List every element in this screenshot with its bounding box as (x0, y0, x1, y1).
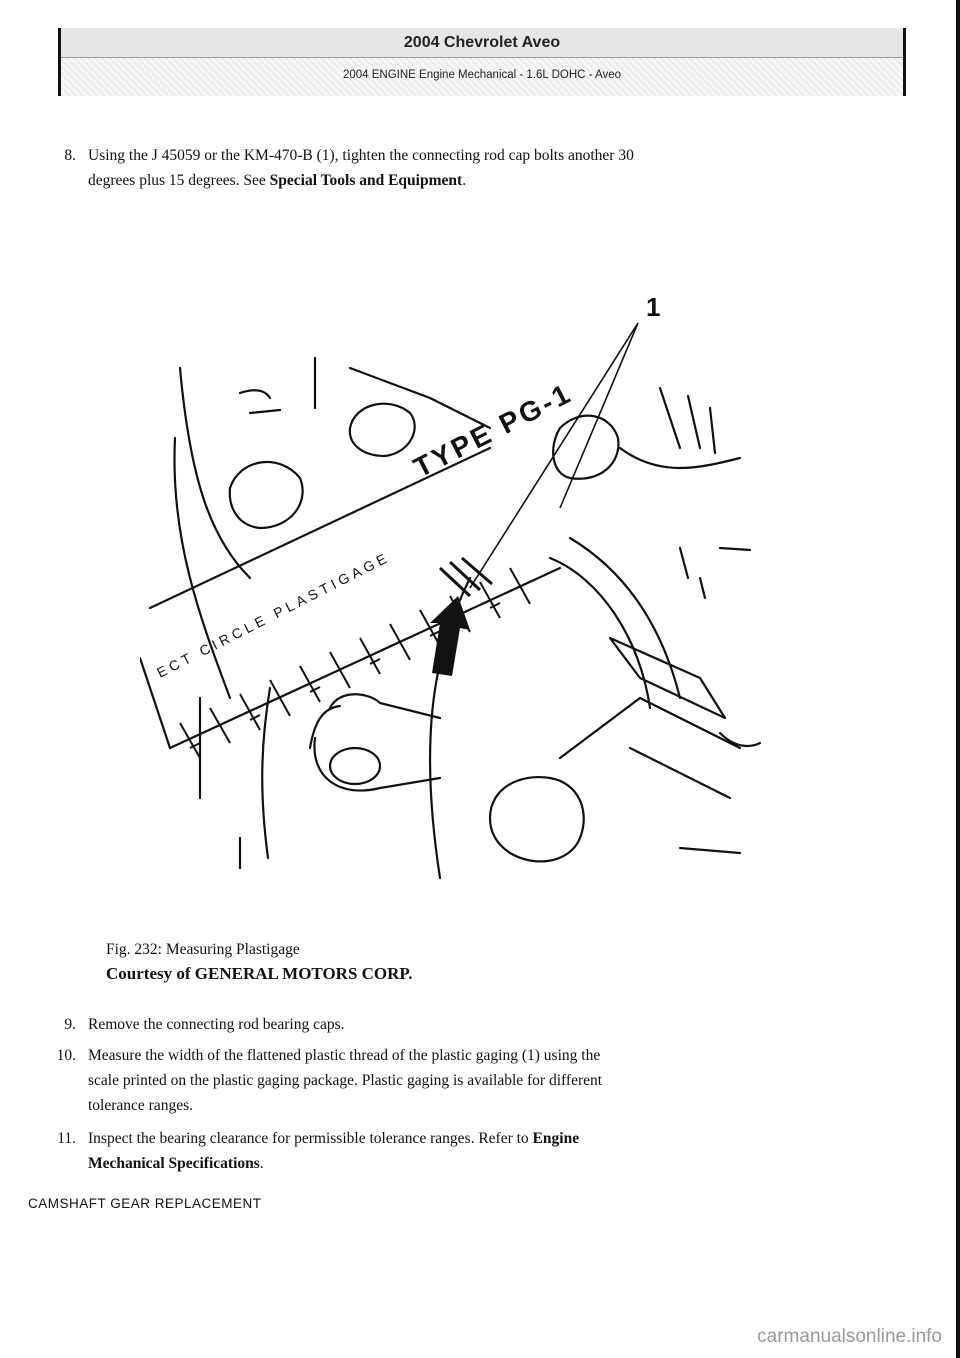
step-number: 10. (56, 1047, 76, 1064)
step-9: 9. Remove the connecting rod bearing cap… (40, 1012, 880, 1038)
step-number: 11. (57, 1130, 76, 1147)
caption-figure-title: Fig. 232: Measuring Plastigage (106, 941, 300, 958)
step-text-line: scale printed on the plastic gaging pack… (88, 1072, 603, 1089)
figure-caption: Fig. 232: Measuring Plastigage Courtesy … (106, 938, 413, 986)
section-title: CAMSHAFT GEAR REPLACEMENT (28, 1196, 262, 1211)
step-text-line: Measure the width of the flattened plast… (88, 1047, 601, 1064)
page-header: 2004 Chevrolet Aveo 2004 ENGINE Engine M… (58, 28, 906, 96)
step-8: 8. Using the J 45059 or the KM-470-B (1)… (40, 143, 880, 195)
gauge-type-text: TYPE PG-1 (409, 377, 577, 483)
step-number: 9. (64, 1016, 76, 1033)
watermark: carmanualsonline.info (757, 1326, 942, 1347)
caption-courtesy: Courtesy of GENERAL MOTORS CORP. (106, 964, 413, 983)
step-text-line: Inspect the bearing clearance for permis… (88, 1130, 533, 1147)
step-suffix: . (462, 172, 467, 189)
special-tools-link[interactable]: Special Tools and Equipment (269, 172, 463, 189)
engine-link[interactable]: Engine (532, 1130, 580, 1147)
page-border (956, 0, 960, 1358)
callout-number: 1 (646, 292, 660, 322)
step-text-line: tolerance ranges. (88, 1097, 193, 1114)
step-text-line: Remove the connecting rod bearing caps. (88, 1016, 345, 1033)
arrow-indicator (430, 596, 470, 676)
mechanical-specifications-link[interactable]: Mechanical Specifications (88, 1155, 260, 1172)
step-text-line: Using the J 45059 or the KM-470-B (1), t… (88, 147, 634, 164)
step-number: 8. (64, 147, 76, 164)
step-suffix: . (259, 1155, 264, 1172)
header-title: 2004 Chevrolet Aveo (61, 28, 903, 58)
step-11: 11. Inspect the bearing clearance for pe… (40, 1126, 880, 1178)
plastigage-figure: ECT CIRCLE PLASTIGAGE TYPE PG-1 1 (140, 292, 762, 880)
header-subtitle: 2004 ENGINE Engine Mechanical - 1.6L DOH… (61, 58, 903, 96)
step-10: 10. Measure the width of the flattened p… (40, 1043, 880, 1121)
step-text-line: degrees plus 15 degrees. See (88, 172, 270, 189)
